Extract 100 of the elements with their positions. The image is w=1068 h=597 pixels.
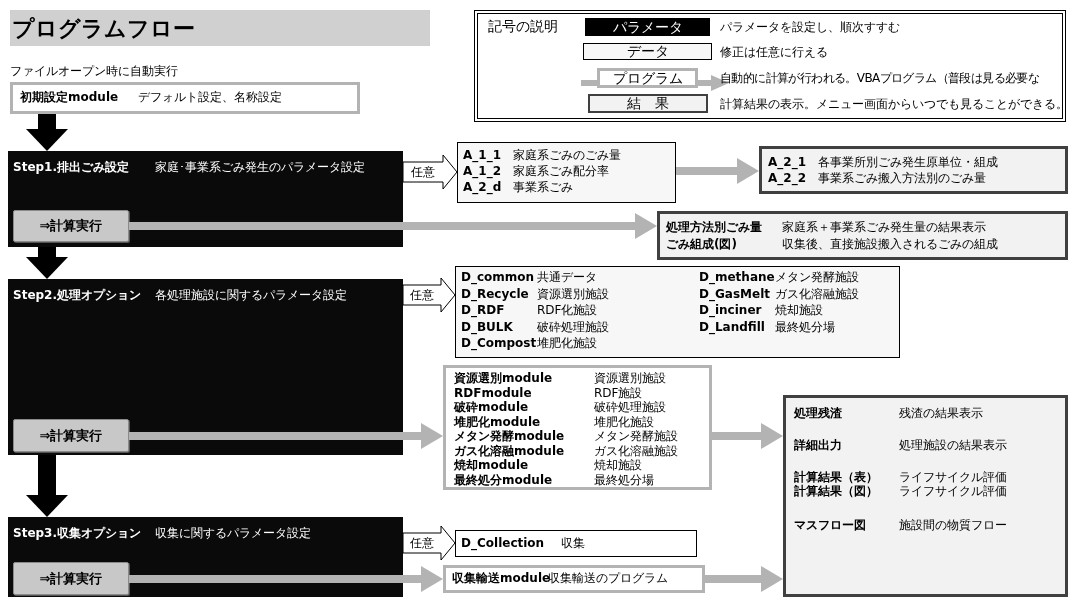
code-label: RDFmodule [454,385,533,400]
code-label: D_Landfill [699,319,766,334]
code-label: ごみ組成(図) [666,237,738,251]
description-text: 処理施設の結果表示 [899,438,1007,452]
arrow [26,247,68,279]
edge-label: 任意 [411,165,435,179]
code-label: メタン発酵module [454,429,566,443]
code-label: 計算結果（図） [794,484,879,498]
description-text: 施設間の物質フロー [899,518,1007,532]
code-label: 焼却module [454,458,530,472]
step-panel [8,279,403,455]
code-label: 処理方法別ごみ量 [666,220,763,234]
run-button: ⇒計算実行 [13,419,129,452]
description-text: RDF施設 [594,385,643,400]
description-text: 事業系ごみ [513,180,573,194]
description-text: ガス化溶融施設 [594,443,678,458]
description-text: ライフサイクル評価 [899,470,1007,484]
description-text: 破砕処理施設 [537,319,609,334]
step-description: 家庭･事業系ごみ発生のパラメータ設定 [155,159,365,175]
step-title: Step2.処理オプション [13,287,139,303]
code-label: 処理残渣 [794,406,843,420]
description-text: 各事業所別ごみ発生原単位・組成 [818,155,998,169]
arrow [129,566,443,592]
step-title: Step3.収集オプション [13,525,139,541]
description-text: ガス化溶融施設 [775,286,859,301]
run-button: ⇒計算実行 [13,562,129,595]
code-label: 初期設定module [20,90,120,104]
data-box [455,266,900,358]
description-text: 収集 [561,536,585,550]
data-box [457,142,676,203]
description-text: 家庭系ごみのごみ量 [513,148,621,162]
arrow [705,566,783,592]
code-label: D_BULK [461,319,514,334]
code-label: 堆肥化module [454,414,542,429]
result-box [783,395,1068,597]
code-label: マスフロー図 [794,518,867,532]
code-label: A_2_1 [768,155,807,169]
code-label: D_inciner [699,303,763,317]
run-button: ⇒計算実行 [13,210,129,242]
description-text: 残渣の結果表示 [899,406,983,420]
legend-heading: 記号の説明 [488,17,558,36]
code-label: 資源選別module [454,371,554,385]
step-description: 各処理施設に関するパラメータ設定 [155,287,347,303]
description-text: 堆肥化施設 [537,336,597,350]
data-box [455,530,697,557]
code-label: 破砕module [454,400,530,414]
edge-label: 任意 [410,536,434,550]
description-text: 家庭系ごみ配分率 [513,164,609,178]
result-box [657,211,1068,260]
code-label: A_1_1 [463,148,502,162]
description-text: 破砕処理施設 [594,400,666,414]
code-label: ガス化溶融module [454,443,566,458]
description-text: メタン発酵施設 [775,270,859,284]
description-text: 事業系ごみ搬入方法別のごみ量 [818,171,986,185]
description-text: 焼却施設 [775,303,823,317]
code-label: D_RDF [461,303,506,317]
description-text: 収集輸送のプログラム [548,571,668,585]
arrow [712,423,783,449]
code-label: A_2_2 [768,171,807,185]
result-symbol: 結 果 [588,94,708,113]
description-text: 収集後、直接施設搬入されるごみの組成 [782,237,998,251]
code-label: D_Collection [461,536,546,550]
code-label: A_1_2 [463,164,502,178]
code-label: D_methane [699,270,775,284]
code-label: D_Compost [461,336,537,350]
step-description: 収集に関するパラメータ設定 [155,525,311,541]
description-text: メタン発酵施設 [594,429,678,443]
description-text: 資源選別施設 [594,371,666,385]
step-title: Step1.排出ごみ設定 [13,159,130,175]
parameter-symbol: パラメータ [585,18,710,36]
step-panel [8,517,403,597]
step-panel [8,151,403,247]
arrow [129,423,443,449]
arrow [26,455,68,517]
data-symbol: データ [583,43,712,60]
program-symbol: プログラム [597,68,698,88]
arrow [26,114,68,151]
edge-label: 任意 [410,288,434,302]
caption-text: ファイルオープン時に自動実行 [10,63,178,80]
program-box [443,565,705,593]
code-label: A_2_d [463,180,503,194]
arrow [129,213,657,239]
description-text: RDF化施設 [537,303,598,317]
legend-description: 計算結果の表示。メニュー画面からいつでも見ることができる。 [720,95,1068,113]
description-text: 共通データ [537,270,597,284]
description-text: 最終処分場 [594,472,654,487]
code-label: D_common [461,270,536,284]
description-text: 堆肥化施設 [594,414,654,429]
legend-frame [474,10,1066,122]
description-text: 焼却施設 [594,458,642,472]
code-label: 収集輸送module [452,571,548,585]
description-text: デフォルト設定、名称設定 [138,90,282,104]
program-box [443,365,712,490]
code-label: D_GasMelt [699,286,771,301]
description-text: 家庭系＋事業系ごみ発生量の結果表示 [782,220,986,234]
code-label: 詳細出力 [794,438,843,452]
code-label: 計算結果（表） [794,470,879,484]
module-box [10,82,360,114]
code-label: 最終処分module [454,472,554,487]
page-title: プログラムフロー [10,10,430,46]
